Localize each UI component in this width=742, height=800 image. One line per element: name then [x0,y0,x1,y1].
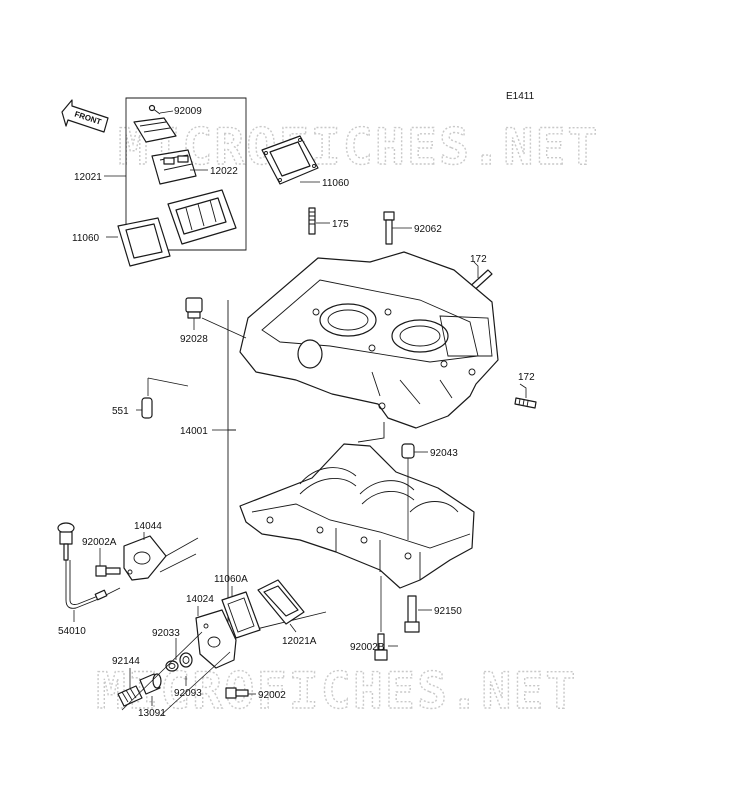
stud-175-icon [308,207,316,235]
dowel-pin-551-icon [141,397,153,419]
leader-lower-guide [121,631,231,717]
callout-92144: 92144 [112,656,140,667]
reed-petal-12022-icon [151,149,197,185]
upper-crankcase-icon [239,251,499,429]
callout-92033: 92033 [152,628,180,639]
bolt-92002-icon [225,687,249,699]
seal-92093-icon [179,652,193,668]
collar-92043-icon [401,443,415,459]
reed-valve-group-frame [125,97,247,251]
screw-92009-icon [148,104,161,115]
callout-14044: 14044 [134,521,162,532]
callout-175: 175 [332,219,349,230]
callout-92002B: 92002B [350,642,385,653]
callout-12021: 12021 [74,172,102,183]
callout-14024: 14024 [186,594,214,605]
callout-11060-top: 11060 [322,178,350,189]
leader-14044-guide [159,537,199,573]
callout-172-top: 172 [470,254,487,265]
callout-11060A: 11060A [214,574,248,585]
callout-92028: 92028 [180,334,208,345]
watermark-top: MICROFICHES.NET [118,118,600,176]
reed-valve-12021A-icon [257,579,305,625]
watermark-bottom: MICROFICHES.NET [96,662,578,720]
callout-92002A: 92002A [82,537,117,548]
case-align-line [357,422,385,443]
callout-92009: 92009 [174,106,202,117]
front-arrow-icon: FRONT [61,99,109,133]
cover-14024-icon [195,609,237,669]
plug-92028-icon [185,297,203,319]
callout-12022: 12022 [210,166,238,177]
callout-leaders [73,110,527,706]
bolt-92150-icon [404,595,420,633]
callout-12021A: 12021A [282,636,317,647]
callout-92062: 92062 [414,224,442,235]
callout-172-right: 172 [518,372,535,383]
stud-172-right-icon [514,397,537,409]
cable-54010-icon [57,522,121,609]
callout-13091: 13091 [138,708,166,719]
bolt-92002A-icon [95,565,121,577]
reed-valve-block-icon [167,189,237,245]
callout-labels: 92009 12022 12021 11060 11060 175 92062 … [58,106,535,719]
cover-14044-icon [123,535,167,581]
callout-551: 551 [112,406,129,417]
ring-92033-icon [165,660,179,672]
callout-14001: 14001 [180,426,208,437]
leader-551 [147,377,189,396]
gasket-11060A-icon [221,591,261,639]
reed-stopper-icon [133,117,177,143]
bolt-92002B-icon [374,633,388,661]
callout-92002: 92002 [258,690,286,701]
spring-92144-icon [117,685,143,707]
gasket-11060-top-icon [261,135,319,185]
lower-crankcase-icon [239,443,475,589]
plunger-13091-icon [139,673,162,695]
callout-92150: 92150 [434,606,462,617]
bolt-92062-icon [383,211,395,245]
gasket-11060-left-icon [117,217,171,267]
callout-54010: 54010 [58,626,86,637]
callout-11060-left: 11060 [72,233,100,244]
callout-92043: 92043 [430,448,458,459]
callout-92093: 92093 [174,688,202,699]
diagram-code: E1411 [506,91,535,102]
